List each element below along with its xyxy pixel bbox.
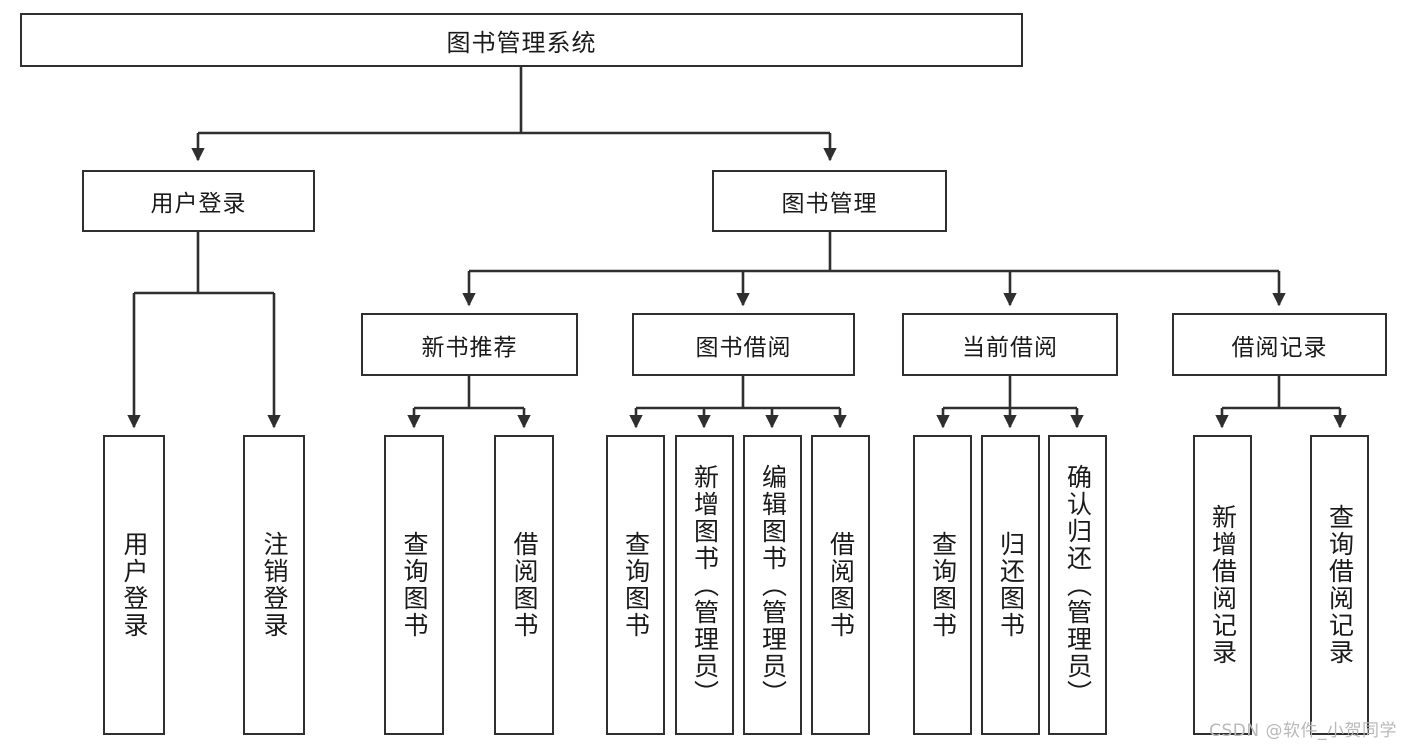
node-book-management-label: 图书管理 [781,191,878,217]
leaf-current-return-book-label: 归还图书 [996,531,1026,639]
leaf-borrow-borrow-book-label: 借阅图书 [826,531,856,639]
leaf-borrow-edit-book-admin[interactable]: 编辑图书（管理员） [743,435,802,735]
node-borrow-record[interactable]: 借阅记录 [1172,313,1387,376]
leaf-record-query-borrow-record[interactable]: 查询借阅记录 [1310,435,1369,735]
node-root-book-management-system[interactable]: 图书管理系统 [20,13,1023,67]
node-book-management[interactable]: 图书管理 [712,170,947,232]
leaf-current-confirm-return-admin-label: 确认归还（管理员） [1063,463,1093,707]
leaf-user-logout-label: 注销登录 [260,531,289,639]
leaf-borrow-add-book-admin[interactable]: 新增图书（管理员） [675,435,734,735]
leaf-record-query-borrow-record-label: 查询借阅记录 [1325,504,1355,666]
leaf-user-logout[interactable]: 注销登录 [243,435,305,735]
node-borrow-record-label: 借阅记录 [1231,334,1328,361]
leaf-recommend-query-book[interactable]: 查询图书 [384,435,444,735]
leaf-current-query-book[interactable]: 查询图书 [913,435,972,735]
node-new-book-recommend[interactable]: 新书推荐 [361,313,578,376]
leaf-recommend-borrow-book-label: 借阅图书 [510,531,539,639]
leaf-record-add-borrow-record-label: 新增借阅记录 [1208,504,1238,666]
leaf-borrow-query-book[interactable]: 查询图书 [606,435,665,735]
node-book-borrow-label: 图书借阅 [695,334,792,361]
leaf-borrow-query-book-label: 查询图书 [621,531,651,639]
leaf-user-login-label: 用户登录 [120,531,149,639]
leaf-user-login[interactable]: 用户登录 [103,435,165,735]
leaf-current-return-book[interactable]: 归还图书 [981,435,1040,735]
leaf-borrow-add-book-admin-label: 新增图书（管理员） [690,463,720,707]
node-root-label: 图书管理系统 [446,28,597,57]
leaf-current-confirm-return-admin[interactable]: 确认归还（管理员） [1048,435,1107,735]
watermark-text: CSDN @软件_小贺同学 [1209,721,1397,741]
leaf-borrow-borrow-book[interactable]: 借阅图书 [811,435,870,735]
leaf-current-query-book-label: 查询图书 [928,531,958,639]
leaf-record-add-borrow-record[interactable]: 新增借阅记录 [1193,435,1252,735]
leaf-borrow-edit-book-admin-label: 编辑图书（管理员） [758,463,788,707]
node-current-borrow[interactable]: 当前借阅 [902,313,1118,376]
leaf-recommend-borrow-book[interactable]: 借阅图书 [494,435,554,735]
node-new-book-recommend-label: 新书推荐 [421,334,518,361]
node-user-login[interactable]: 用户登录 [82,170,315,232]
node-user-login-label: 用户登录 [150,191,247,217]
node-book-borrow[interactable]: 图书借阅 [632,313,855,376]
node-current-borrow-label: 当前借阅 [962,334,1058,361]
leaf-recommend-query-book-label: 查询图书 [400,531,429,639]
